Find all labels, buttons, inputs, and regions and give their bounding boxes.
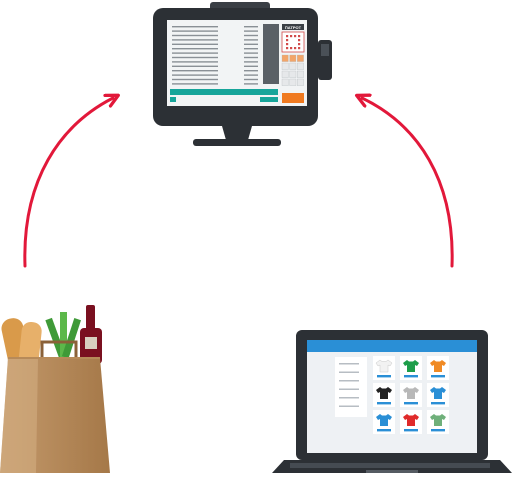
tshirt-icon xyxy=(376,414,392,426)
pos-list-row xyxy=(172,61,218,63)
pos-key xyxy=(289,54,297,62)
tshirt-icon xyxy=(376,387,392,399)
pos-list-row xyxy=(172,52,218,54)
tshirt-icon xyxy=(430,360,446,372)
pos-logo xyxy=(281,31,305,53)
pos-key xyxy=(297,70,304,78)
pos-list-row xyxy=(172,56,218,59)
tshirt-icon xyxy=(430,387,446,399)
pos-list-row xyxy=(172,39,218,41)
pos-key xyxy=(281,54,289,62)
tshirt-icon xyxy=(403,360,419,372)
pos-item-list xyxy=(172,26,258,85)
pos-list-row xyxy=(172,26,218,28)
product-card xyxy=(427,383,449,407)
grocery-bag xyxy=(0,305,110,473)
product-grid xyxy=(373,356,449,434)
pos-list-row xyxy=(172,83,218,85)
pos-terminal: ПАТРОТ xyxy=(153,2,332,146)
pos-key xyxy=(289,62,297,70)
product-card xyxy=(400,383,422,407)
store-sidebar xyxy=(335,357,367,417)
product-price-bar xyxy=(377,402,391,405)
pos-keypad xyxy=(281,54,304,86)
product-card xyxy=(400,410,422,434)
pos-list-row xyxy=(172,48,218,50)
tshirt-icon xyxy=(375,359,393,373)
pos-brand: ПАТРОТ xyxy=(285,25,302,30)
tshirt-icon xyxy=(430,414,446,426)
tshirt-icon xyxy=(403,414,419,426)
product-price-bar xyxy=(431,402,445,405)
product-price-bar xyxy=(404,429,418,432)
pos-key xyxy=(297,62,304,70)
product-price-bar xyxy=(377,429,391,432)
pos-key xyxy=(281,62,289,70)
pos-list-row xyxy=(172,34,218,37)
product-price-bar xyxy=(377,375,391,378)
pos-total-bar xyxy=(170,89,278,95)
pos-key xyxy=(281,70,289,78)
product-card xyxy=(400,356,422,380)
product-card xyxy=(373,410,395,434)
pos-key xyxy=(289,70,297,78)
pos-key xyxy=(297,54,304,62)
pos-pay-button xyxy=(282,93,304,103)
pos-key xyxy=(281,78,289,86)
arrow-bag-to-pos xyxy=(23,98,113,268)
pos-key xyxy=(289,78,297,86)
pos-list-row xyxy=(172,70,218,72)
pos-list-row xyxy=(172,43,218,45)
pos-list-row xyxy=(172,78,218,81)
product-card xyxy=(373,383,395,407)
product-price-bar xyxy=(404,375,418,378)
laptop xyxy=(272,330,512,473)
product-card xyxy=(427,410,449,434)
pos-list-row xyxy=(172,65,218,67)
tshirt-icon xyxy=(403,387,419,399)
arrow-laptop-to-pos xyxy=(362,98,454,268)
store-header xyxy=(307,340,477,352)
product-price-bar xyxy=(404,402,418,405)
pos-list-row xyxy=(172,74,218,76)
pos-list-row xyxy=(172,30,218,32)
pos-key xyxy=(297,78,304,86)
product-card xyxy=(373,356,395,380)
product-price-bar xyxy=(431,429,445,432)
product-price-bar xyxy=(431,375,445,378)
product-card xyxy=(427,356,449,380)
pos-stand xyxy=(222,126,252,140)
